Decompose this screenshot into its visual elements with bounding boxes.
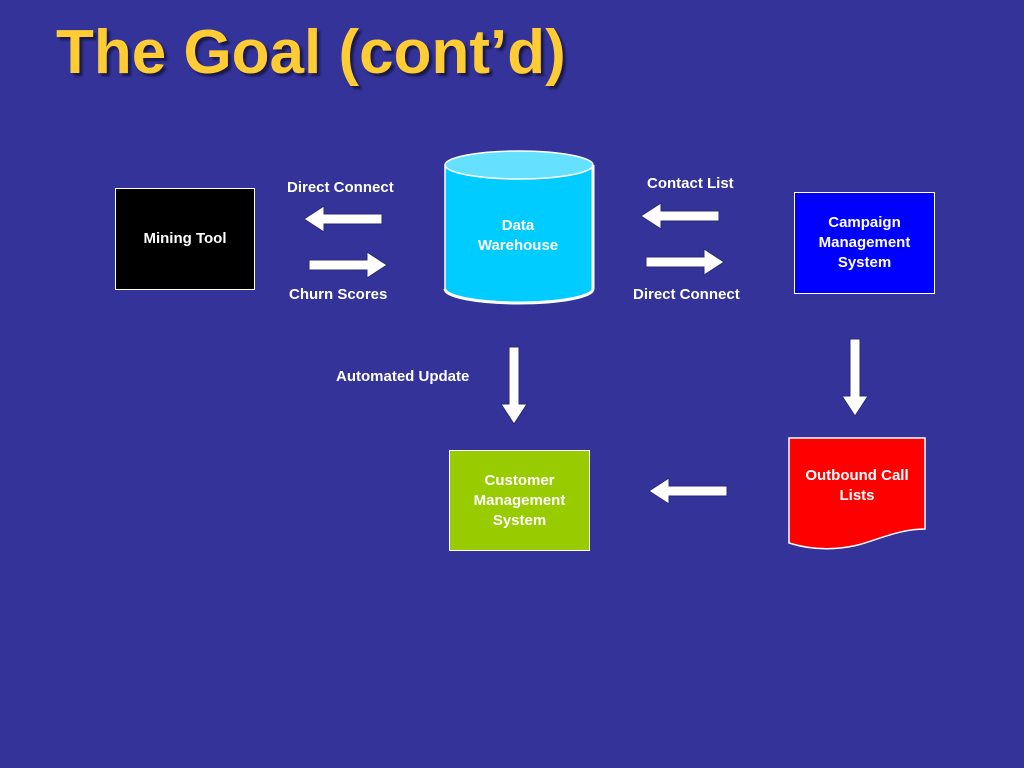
campaign-management-label: Campaign Management System	[818, 214, 911, 271]
campaign-management-box: Campaign Management System	[794, 192, 935, 294]
outbound-call-lists-label: Outbound Call Lists	[805, 467, 909, 504]
customer-management-label: Customer Management System	[473, 471, 566, 529]
arrow-left-icon	[303, 205, 383, 233]
direct-connect-left-label: Direct Connect	[287, 179, 394, 196]
outbound-call-lists-document	[788, 437, 926, 550]
customer-management-box: Customer Management System	[449, 450, 590, 551]
data-warehouse-label: Data Warehouse	[445, 216, 591, 256]
contact-list-label: Contact List	[647, 175, 734, 192]
arrow-down-icon	[841, 338, 869, 417]
arrow-right-icon	[308, 251, 388, 279]
slide-title: The Goal (cont’d)	[56, 18, 566, 87]
data-warehouse-label-line1: Data	[501, 217, 535, 234]
arrow-left-icon	[648, 477, 728, 505]
arrow-down-icon	[500, 346, 528, 425]
direct-connect-right-label: Direct Connect	[633, 286, 740, 303]
mining-tool-label: Mining Tool	[143, 230, 227, 247]
arrow-left-icon	[640, 202, 720, 230]
churn-scores-label: Churn Scores	[289, 286, 388, 303]
arrow-right-icon	[645, 248, 725, 276]
data-warehouse-cylinder	[443, 150, 595, 305]
data-warehouse-label-line2: Warehouse	[477, 237, 559, 254]
automated-update-label: Automated Update	[336, 368, 470, 385]
mining-tool-box: Mining Tool	[115, 188, 255, 290]
